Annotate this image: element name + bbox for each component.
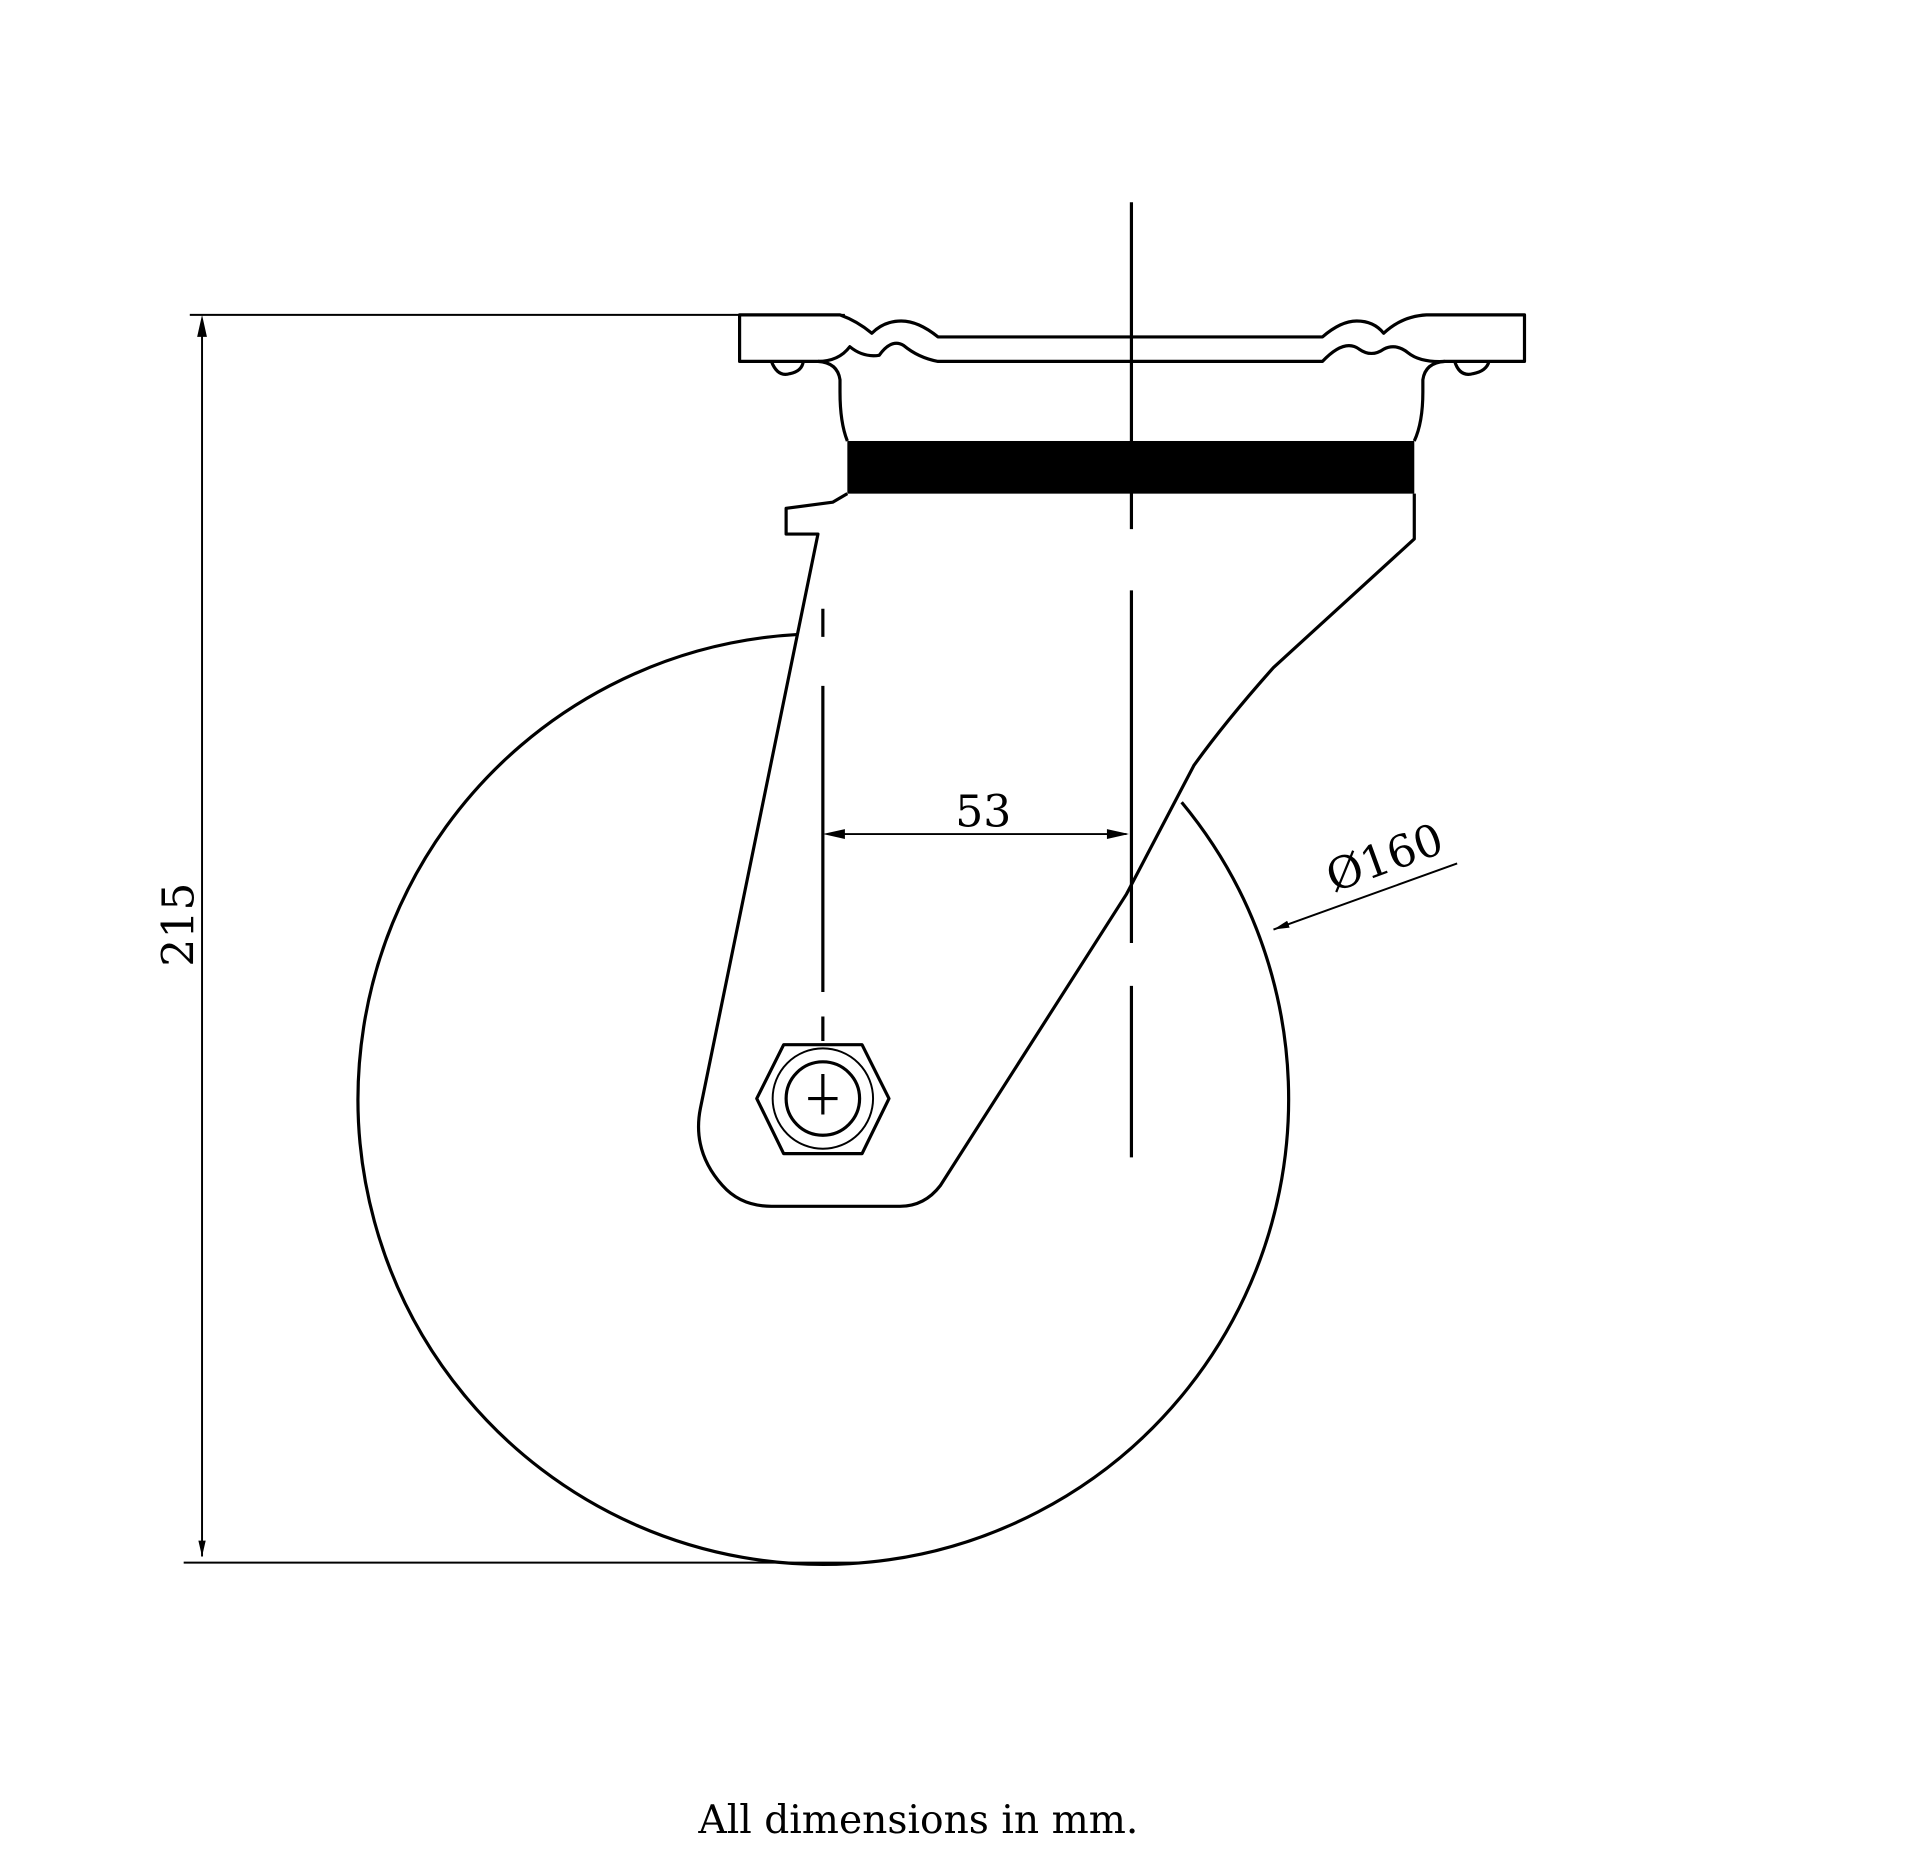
offset-dimension-label: 53: [955, 787, 1011, 838]
offset-dimension: 53: [822, 787, 1129, 839]
wheel-outline: [356, 632, 1291, 1566]
kingpin-housing: [817, 359, 1446, 442]
height-dimension-label: 215: [153, 883, 204, 967]
plate-rivet-left: [769, 360, 805, 376]
height-dimension: 215: [153, 313, 864, 1564]
top-plate: [738, 313, 1527, 364]
units-footnote: All dimensions in mm.: [697, 1798, 1138, 1843]
axle-nut: [755, 1043, 891, 1156]
fork-outline: [696, 492, 1416, 1208]
diameter-dimension: Ø160: [1273, 814, 1458, 931]
plate-rivet-right: [1453, 360, 1491, 376]
